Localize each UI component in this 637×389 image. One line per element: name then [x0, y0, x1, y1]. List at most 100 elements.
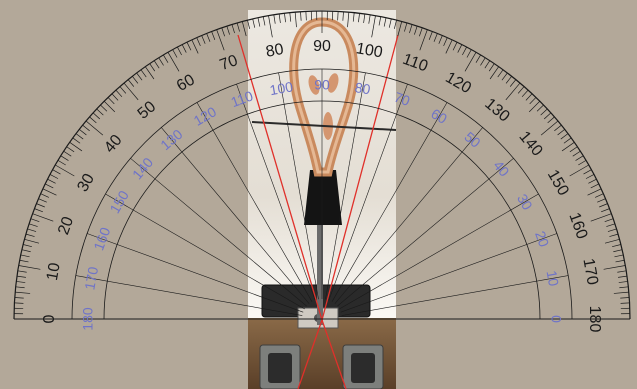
- protractor-tick: [216, 29, 225, 51]
- protractor-tick: [618, 275, 628, 278]
- protractor-outer-label: 90: [313, 38, 331, 55]
- protractor-tick: [262, 16, 266, 26]
- protractor-radial-line: [334, 127, 483, 304]
- protractor-tick: [16, 275, 26, 278]
- protractor-radial-line: [105, 193, 305, 310]
- left-speaker-icon: [259, 344, 301, 389]
- protractor-radial-line: [196, 102, 313, 302]
- protractor-outer-label: 170: [579, 257, 600, 286]
- protractor-tick: [438, 35, 443, 44]
- protractor-tick: [60, 155, 69, 161]
- protractor-tick: [529, 97, 537, 105]
- protractor-tick: [123, 82, 139, 101]
- protractor-tick: [342, 11, 344, 21]
- protractor-tick: [132, 76, 139, 84]
- protractor-tick: [24, 238, 40, 244]
- protractor-tick: [28, 223, 38, 227]
- protractor-tick: [278, 13, 281, 23]
- protractor-tick: [34, 208, 43, 213]
- protractor-tick: [167, 52, 180, 72]
- protractor-tick: [462, 46, 467, 56]
- protractor-inner-label: 30: [514, 191, 536, 213]
- protractor-tick: [236, 22, 240, 32]
- protractor-tick: [397, 21, 403, 37]
- protractor-tick: [583, 169, 592, 175]
- protractor-radial-line: [339, 193, 539, 310]
- protractor-tick: [42, 188, 57, 196]
- protractor-tick: [186, 42, 192, 51]
- protractor-inner-label: 70: [392, 89, 412, 109]
- protractor-tick: [475, 54, 481, 63]
- protractor-tick: [525, 93, 533, 101]
- protractor-tick: [599, 203, 608, 208]
- protractor-tick: [445, 39, 453, 54]
- protractor-inner-label: 180: [80, 307, 96, 331]
- protractor-tick: [614, 254, 624, 258]
- support-bar: [251, 121, 397, 131]
- protractor-tick: [153, 60, 160, 69]
- protractor-tick: [388, 18, 392, 28]
- protractor-tick: [172, 49, 178, 58]
- protractor-tick: [489, 66, 499, 80]
- protractor-tick: [480, 57, 486, 66]
- protractor-tick: [100, 104, 108, 112]
- protractor-tick: [578, 160, 587, 166]
- protractor-tick: [289, 12, 292, 22]
- protractor-tick: [419, 27, 423, 37]
- protractor-tick: [404, 22, 408, 32]
- loop-antenna-icon: [289, 17, 359, 177]
- protractor-radial-line: [337, 158, 514, 307]
- protractor-tick: [547, 116, 555, 124]
- protractor-tick: [521, 89, 529, 98]
- protractor-tick: [57, 160, 66, 166]
- protractor-tick: [72, 137, 81, 144]
- protractor-tick: [40, 193, 49, 198]
- protractor-tick: [252, 18, 256, 28]
- protractor-tick: [428, 31, 433, 40]
- protractor-radial-line: [341, 275, 569, 316]
- protractor-tick: [241, 21, 247, 37]
- protractor-tick: [45, 183, 54, 189]
- protractor-inner-label: 110: [229, 87, 256, 110]
- protractor-tick: [82, 124, 90, 132]
- protractor-tick: [466, 49, 472, 58]
- protractor-tick: [607, 228, 617, 232]
- protractor-tick: [601, 208, 610, 213]
- protractor-outer-label: 30: [74, 171, 98, 195]
- protractor-tick: [619, 286, 629, 289]
- protractor-tick: [300, 11, 302, 21]
- protractor-tick: [613, 249, 623, 253]
- protractor-inner-label: 10: [544, 269, 562, 287]
- protractor-tick: [247, 20, 251, 29]
- protractor-tick: [563, 137, 572, 144]
- protractor-tick: [85, 120, 104, 136]
- protractor-tick: [25, 233, 35, 237]
- protractor-tick: [604, 218, 614, 222]
- protractor-tick: [221, 27, 225, 37]
- protractor-radial-line: [278, 72, 319, 300]
- protractor-tick: [136, 72, 143, 81]
- protractor-radial-line: [86, 233, 304, 313]
- protractor-radial-line: [130, 158, 307, 307]
- antenna-pole: [317, 215, 323, 325]
- protractor-tick: [21, 249, 31, 253]
- laser-lines: [237, 34, 399, 389]
- protractor-radial-line: [161, 127, 310, 304]
- protractor-tick: [620, 297, 630, 299]
- protractor-tick: [17, 270, 27, 273]
- protractor-inner-label: 160: [90, 225, 113, 253]
- protractor-tick: [604, 238, 620, 244]
- protractor-radial-line: [325, 72, 366, 300]
- protractor-radial-line: [75, 275, 303, 316]
- protractor-tick: [36, 203, 45, 208]
- protractor-tick: [107, 97, 115, 105]
- protractor-tick: [149, 63, 156, 72]
- protractor-tick: [30, 218, 40, 222]
- protractor-tick: [19, 259, 29, 263]
- protractor-tick: [393, 20, 397, 29]
- protractor-tick: [587, 188, 602, 196]
- protractor-inner-label: 170: [81, 265, 101, 291]
- protractor-tick: [211, 31, 216, 40]
- protractor-tick: [433, 33, 438, 42]
